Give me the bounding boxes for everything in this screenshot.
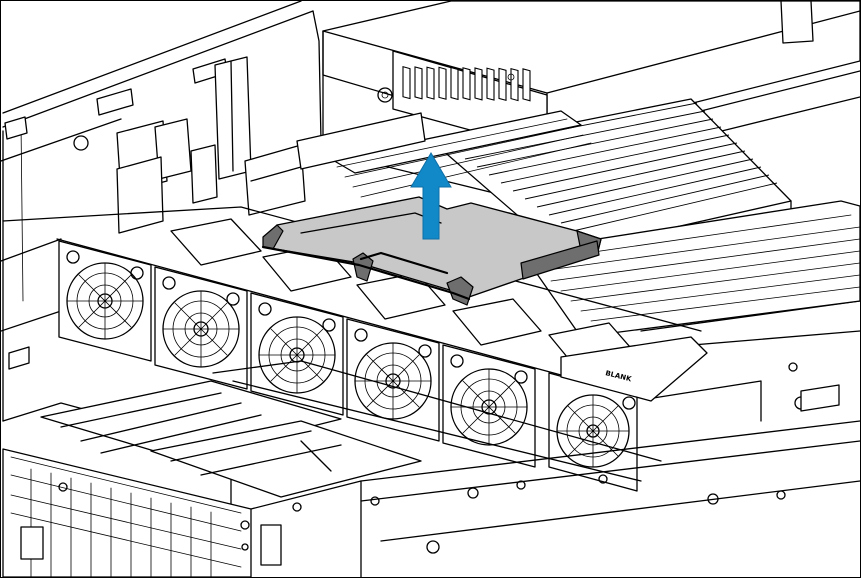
chassis-rear-wall: [1, 1, 322, 422]
front-drive-cage: [2, 360, 860, 577]
fan-2: [154, 266, 248, 390]
fan-1: [58, 240, 152, 362]
fan-5: [442, 344, 536, 468]
drive-bay-grid: [10, 468, 242, 577]
memory-dimm-slots: [330, 110, 860, 338]
fan-blank-cover: [560, 336, 708, 402]
fan-3: [250, 292, 344, 416]
removal-direction-arrow: [410, 152, 452, 240]
fan-bay: BLANK: [2, 206, 708, 492]
riser-bracket: [116, 56, 426, 234]
fan-4: [346, 318, 440, 442]
